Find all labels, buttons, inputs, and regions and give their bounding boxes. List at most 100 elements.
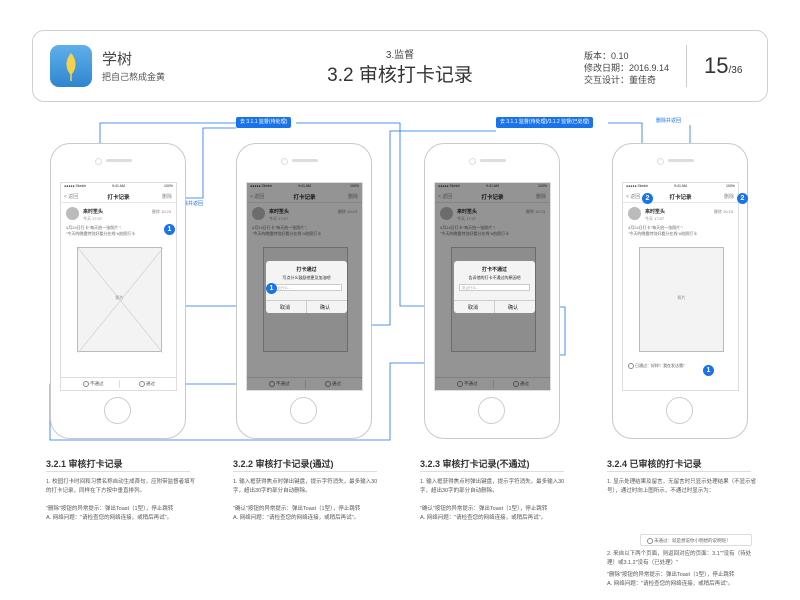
nav-title: 打卡记录 (669, 194, 692, 201)
delete-button[interactable]: 删除 (535, 194, 546, 200)
dialog-title: 打卡不通过 (481, 267, 507, 273)
section-notes-4b: 2. 来自以下两个页面，则返回对应的页面：3.1""没有（待处 理）或3.1.2… (607, 550, 751, 589)
reject-icon (647, 537, 653, 544)
comment-input[interactable]: 说点什么... (271, 284, 342, 291)
reject-button[interactable]: 不通过 (83, 381, 104, 387)
meta-time: 删除 10:23 (337, 209, 357, 214)
accept-label: 通过 (332, 381, 341, 387)
back-button[interactable]: < 返回 (438, 194, 453, 200)
note-line: A. 网络问题："请检查您的网络连接，或稍后再试"。 (233, 515, 360, 521)
header-divider (686, 45, 687, 87)
step-badge: 1 (164, 224, 175, 235)
section-divider (420, 471, 564, 472)
post-line: "今天的晚霞特别好看分在线"#拍照打卡 (440, 230, 510, 236)
check-icon (139, 381, 145, 387)
delete-button[interactable]: 删除 (161, 194, 172, 200)
note-line: 1. 显示处理结果及留言，无留言时只显示处理结果（不显示省 (607, 479, 757, 485)
back-button[interactable]: < 返回 (626, 194, 641, 200)
carrier: ●●●●● Sketch (626, 184, 649, 188)
reject-dialog: 打卡不通过 告诉他的打卡不通过的原因吧 说点什么... 取消 确认 (454, 261, 535, 313)
note-line: 1. 输入框获得焦点时弹出键盘，提示字符消失，最多输入30 (420, 479, 565, 485)
section-title-1: 3.2.1 审核打卡记录 (46, 459, 123, 469)
nav-title: 打卡记录 (293, 194, 316, 201)
post-line: 4月24日打卡"每天拍一张照片"： (66, 225, 124, 230)
dialog-cancel-button[interactable]: 取消 (280, 305, 291, 311)
page-current: 15 (704, 53, 729, 78)
phone-speaker (292, 159, 318, 162)
accept-button[interactable]: 通过 (513, 381, 529, 387)
post-line: "今天的晚霞特别好看分在线"#拍照打卡 (252, 230, 322, 236)
home-button (104, 397, 131, 424)
flow-tag-supervise: 去 3.1.1 监督(待处理) (236, 117, 292, 128)
home-button (290, 397, 317, 424)
page-title: 3.2 审核打卡记录 (327, 65, 473, 86)
action-bar: 不通过 通过 (247, 377, 362, 390)
app-name: 学树 (102, 51, 133, 68)
back-button[interactable]: < 返回 (64, 194, 79, 200)
dialog-cancel-button[interactable]: 取消 (468, 305, 479, 311)
designer-text: 交互设计：董佳奇 (584, 75, 657, 85)
phone-camera (657, 158, 664, 165)
flow-note-delete-back-2: 删除并返回 (656, 118, 682, 124)
nav-title: 打卡记录 (107, 194, 130, 201)
action-bar: 不通过 通过 (61, 377, 176, 390)
dialog-buttons: 取消 确认 (266, 300, 347, 313)
delete-button[interactable]: 删除 (347, 194, 358, 200)
user-name: 来时笙头 (457, 209, 478, 215)
phone-camera (281, 158, 288, 165)
reason-input[interactable]: 说点什么... (459, 284, 530, 291)
delete-button[interactable]: 删除 (723, 194, 734, 200)
section-notes-4a: 1. 显示处理结果及留言，无留言时只显示处理结果（不显示省 号），通过时向上图所… (607, 478, 756, 496)
back-button[interactable]: < 返回 (250, 194, 265, 200)
reject-button[interactable]: 不通过 (269, 381, 290, 387)
page-number: 15/36 (704, 53, 742, 79)
dialog-divider (494, 301, 495, 313)
post-time: 今天 17:07 (645, 216, 665, 221)
note-line: 的打卡记录，同样在下方按中垂直排列。 (46, 488, 146, 494)
reject-label: 不通过 (464, 381, 478, 387)
dialog-confirm-button[interactable]: 确认 (508, 305, 519, 311)
accept-label: 通过 (520, 381, 529, 387)
reject-button[interactable]: 不通过 (457, 381, 478, 387)
home-button (478, 397, 505, 424)
battery: 100% (164, 184, 173, 188)
user-name: 来时笙头 (269, 209, 290, 215)
user-name: 来时笙头 (645, 209, 666, 215)
version-text: 版本：0.10 (584, 51, 629, 61)
battery: 100% (538, 184, 547, 188)
note-line (46, 496, 195, 505)
flow-tag-supervise-both: 去 3.1.1 监督(待处理)/3.1.2 监督(已处理) (496, 117, 594, 128)
accept-button[interactable]: 通过 (139, 381, 155, 387)
note-line: 1. 输入框获得焦点时弹出键盘，提示字符消失，最多输入30 (233, 479, 378, 485)
post-line: "今天的晚霞特别好看分在线"#拍照打卡 (628, 230, 698, 236)
action-divider (119, 380, 120, 388)
review-comment-text: 已通过：好样！我在发达哦！ (635, 363, 687, 369)
dialog-confirm-button[interactable]: 确认 (320, 305, 331, 311)
flow-line-tag1-right (296, 122, 430, 307)
meta-time: 删除 10:23 (151, 209, 171, 214)
avatar (66, 207, 79, 220)
nav-bar: < 返回 打卡记录 删除 (623, 190, 738, 203)
reject-label: 不通过 (276, 381, 290, 387)
note-line: 字，超出30字的部分自动删除。 (420, 488, 498, 494)
section-label: 3.监督 (385, 50, 415, 61)
step-badge: 2 (642, 193, 653, 204)
note-line: 字，超出30字的部分自动删除。 (233, 488, 311, 494)
phone-speaker (480, 159, 506, 162)
accept-button[interactable]: 通过 (325, 381, 341, 387)
status-time: 9:41 AM (298, 184, 311, 188)
flow-note-delete-back: 删除并返回 (178, 201, 204, 207)
post-text: 4月24日打卡"每天拍一张照片"："今天的晚霞特别好看分在线"#拍照打卡 (628, 225, 736, 236)
carrier: ●●●●● Sketch (250, 184, 273, 188)
section-divider (233, 471, 377, 472)
nav-title: 打卡记录 (481, 194, 504, 201)
review-comment: 已通过：好样！我在发达哦！ (628, 363, 687, 369)
carrier: ●●●●● Sketch (438, 184, 461, 188)
